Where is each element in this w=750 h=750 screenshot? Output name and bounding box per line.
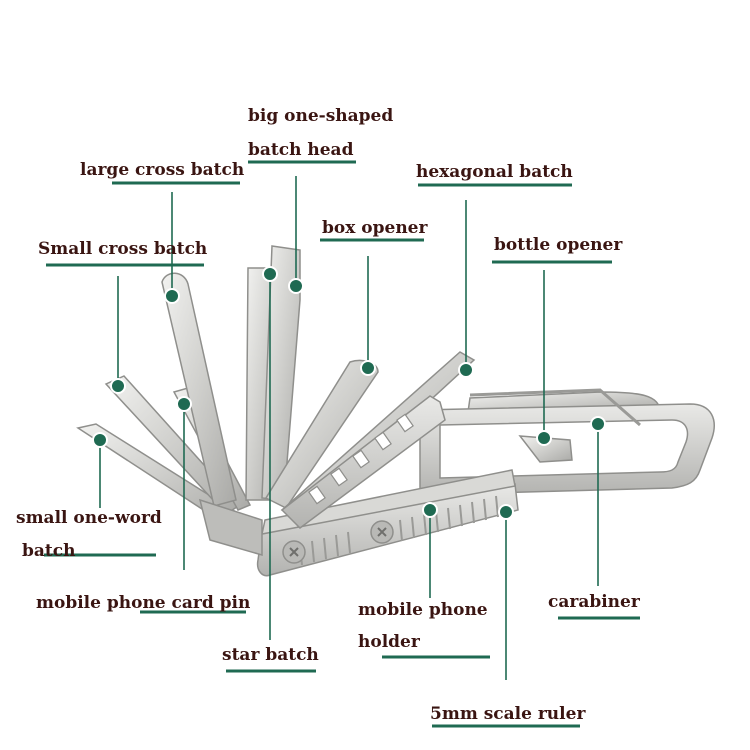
dot-phone-holder <box>422 502 438 518</box>
label-big-one-shaped-line1: big one-shaped <box>248 106 394 126</box>
label-phone-holder-line1: mobile phone <box>358 600 488 620</box>
dot-box-opener <box>360 360 376 376</box>
leader-lines <box>44 160 640 728</box>
dot-bottle-opener <box>536 430 552 446</box>
hinge-block <box>198 498 263 556</box>
dot-large-cross <box>164 288 180 304</box>
dot-star <box>262 266 278 282</box>
label-small-cross-batch: Small cross batch <box>38 239 208 259</box>
phone-holder-slots <box>308 413 414 505</box>
label-box-opener: box opener <box>322 218 428 238</box>
label-phone-holder-line2: holder <box>358 632 420 652</box>
dot-small-one-word <box>92 432 108 448</box>
label-ruler: 5mm scale ruler <box>430 704 586 724</box>
large-cross-blade <box>161 272 237 507</box>
label-star-batch: star batch <box>222 645 319 665</box>
dot-big-one-shaped <box>288 278 304 294</box>
dot-hexagonal <box>458 362 474 378</box>
label-card-pin: mobile phone card pin <box>36 593 251 613</box>
multitool-illustration <box>76 245 715 577</box>
label-big-one-shaped-line2: batch head <box>248 140 354 160</box>
label-small-one-word-line2: batch <box>22 541 76 561</box>
dot-carabiner <box>590 416 606 432</box>
label-bottle-opener: bottle opener <box>494 235 623 255</box>
label-small-one-word-line1: small one-word <box>16 508 162 528</box>
callout-dots <box>92 266 606 520</box>
dot-ruler <box>498 504 514 520</box>
bottle-opener <box>518 435 573 463</box>
label-hexagonal-batch: hexagonal batch <box>416 162 573 182</box>
dot-small-cross <box>110 378 126 394</box>
label-large-cross-batch: large cross batch <box>80 160 245 180</box>
handle-top-plate <box>261 469 516 535</box>
dot-card-pin <box>176 396 192 412</box>
label-carabiner: carabiner <box>548 592 640 612</box>
